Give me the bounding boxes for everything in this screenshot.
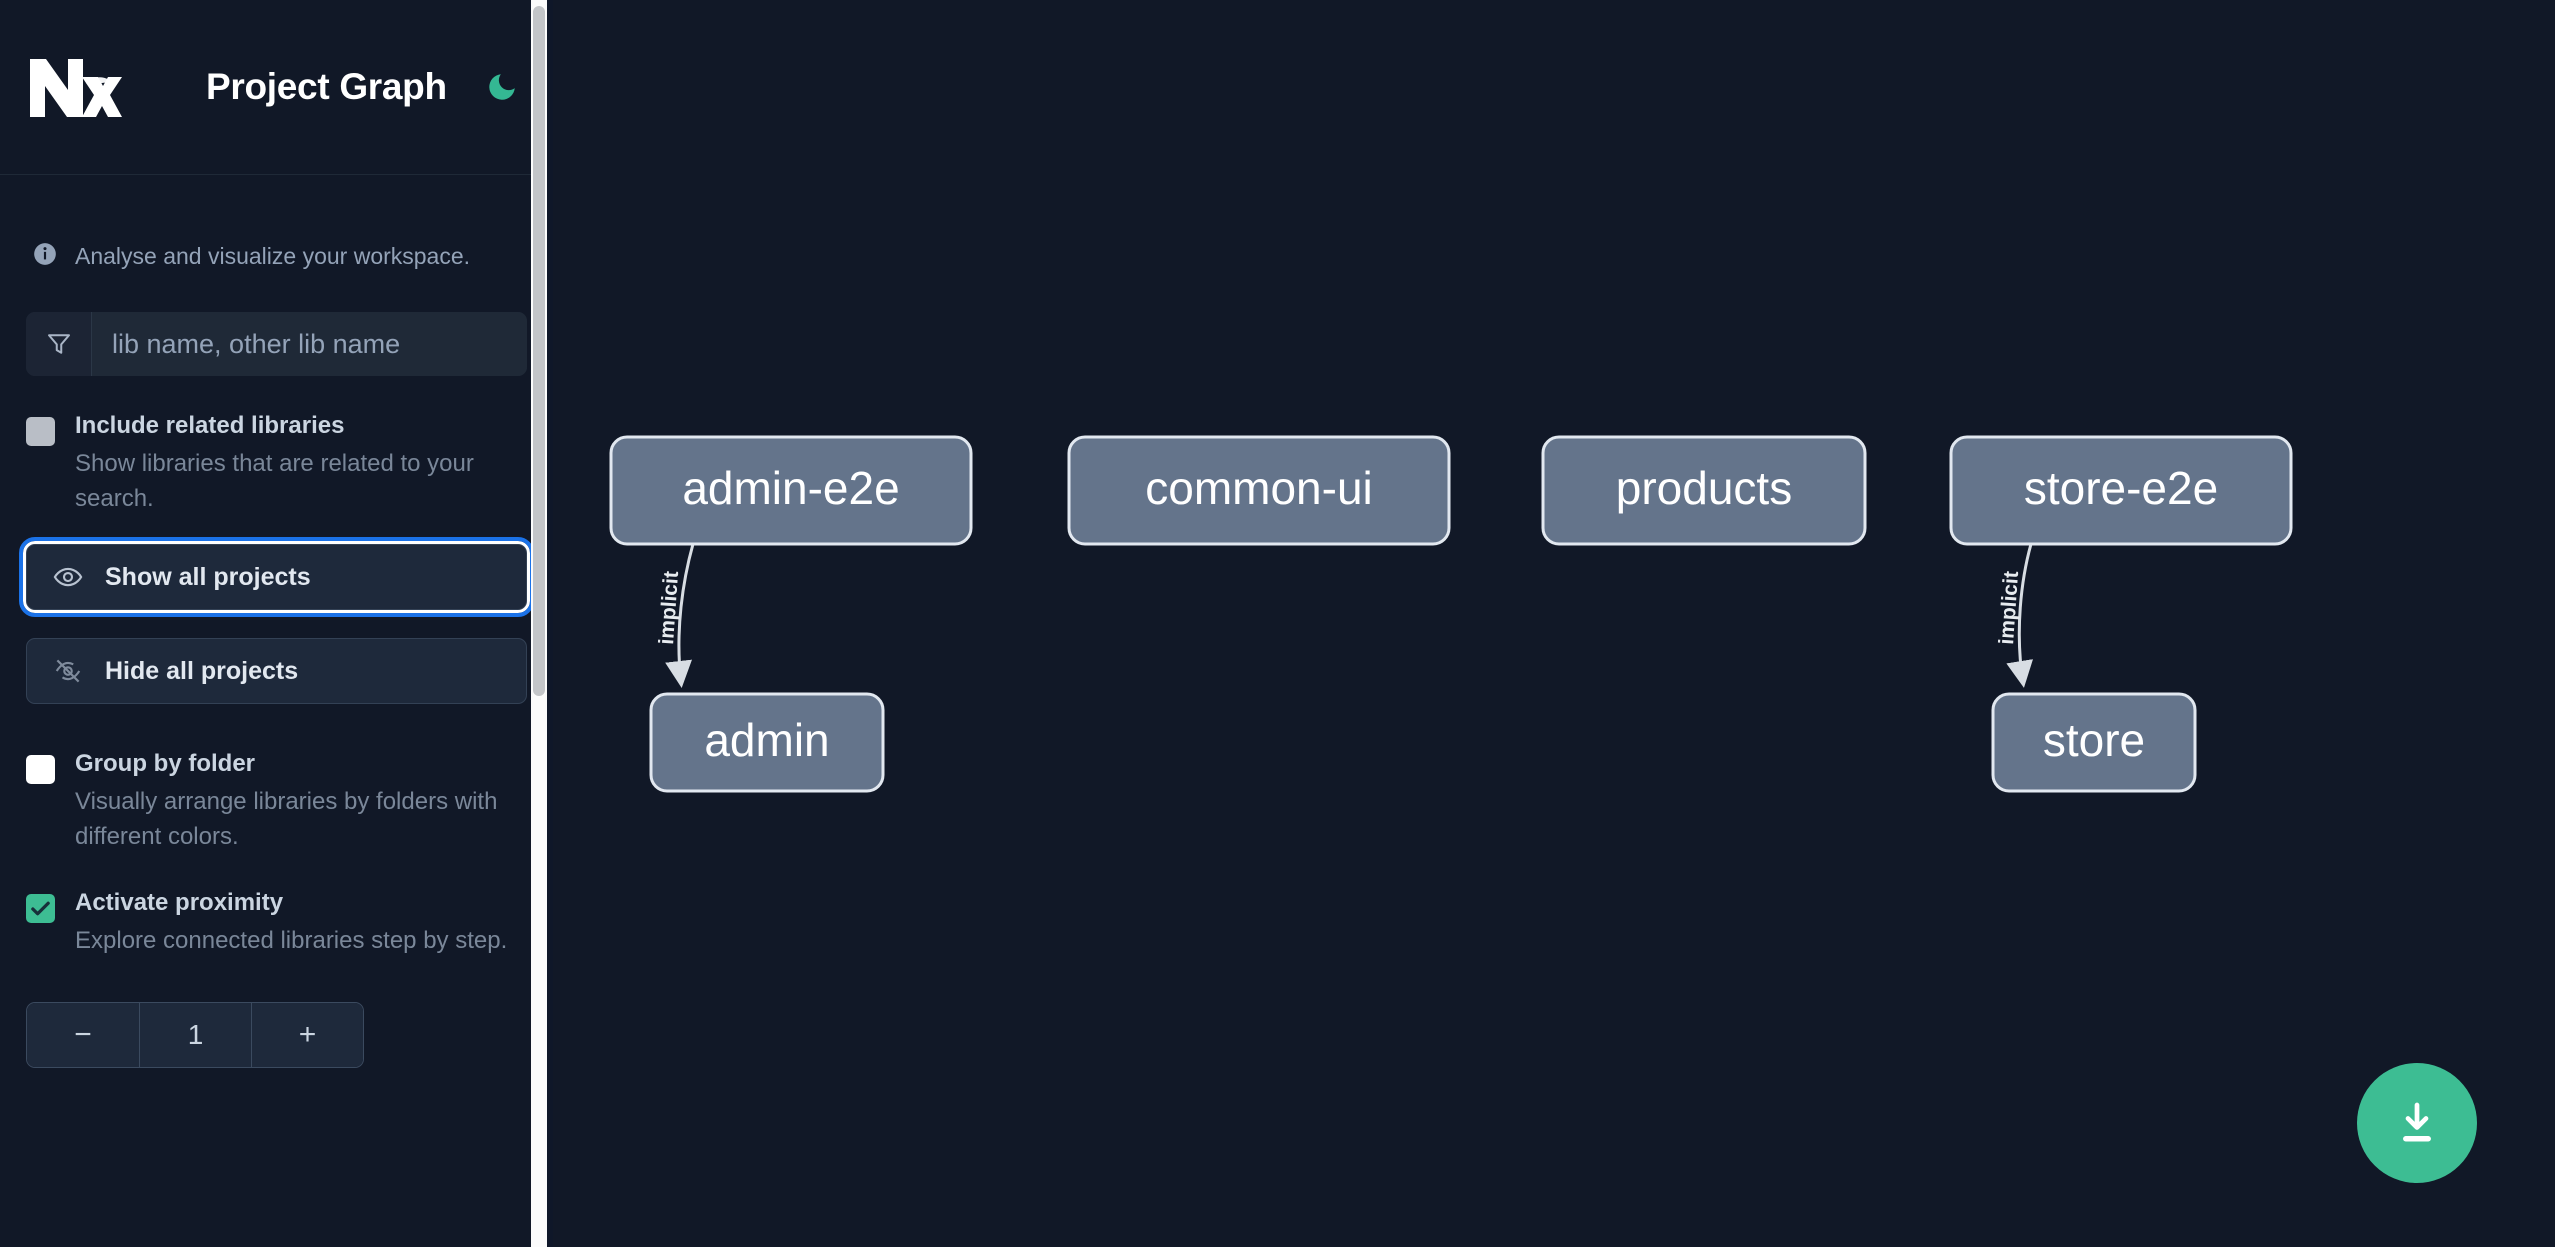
graph-edges: implicit implicit bbox=[655, 543, 2034, 688]
group-by-folder-checkbox[interactable] bbox=[26, 755, 55, 785]
moon-icon[interactable] bbox=[483, 68, 521, 106]
download-icon bbox=[2403, 1102, 2431, 1142]
sidebar-header: Project Graph bbox=[0, 0, 553, 175]
option-group-by-folder[interactable]: Group by folder Visually arrange librari… bbox=[0, 750, 553, 854]
graph-node-admin-e2e[interactable]: admin-e2e bbox=[609, 435, 973, 546]
graph-node-admin[interactable]: admin bbox=[649, 692, 885, 793]
edge-label: implicit bbox=[655, 570, 683, 645]
check-icon bbox=[31, 901, 50, 916]
node-label: admin bbox=[704, 714, 829, 766]
search-section bbox=[0, 312, 553, 376]
edge-path bbox=[2006, 543, 2034, 688]
graph-nodes: admin-e2e common-ui products store-e2e a… bbox=[609, 435, 2293, 793]
proximity-stepper: − 1 + bbox=[26, 1002, 364, 1069]
proximity-value: 1 bbox=[139, 1003, 251, 1068]
edge-label: implicit bbox=[1995, 570, 2023, 645]
sidebar: Project Graph Analyse and visualize your… bbox=[0, 0, 553, 1247]
sidebar-scrollbar[interactable] bbox=[531, 0, 547, 1247]
show-all-projects-label: Show all projects bbox=[105, 562, 311, 591]
hide-all-projects-label: Hide all projects bbox=[105, 656, 299, 685]
download-graph-button[interactable] bbox=[2357, 1063, 2477, 1183]
sidebar-tagline: Analyse and visualize your workspace. bbox=[0, 175, 553, 285]
node-label: products bbox=[1616, 462, 1792, 514]
proximity-decrement-button[interactable]: − bbox=[27, 1003, 139, 1068]
node-label: admin-e2e bbox=[682, 462, 899, 514]
tagline-text: Analyse and visualize your workspace. bbox=[75, 242, 471, 269]
node-label: store-e2e bbox=[2024, 462, 2218, 514]
edge-store-e2e-store: implicit bbox=[1995, 543, 2034, 688]
sidebar-scrollbar-thumb[interactable] bbox=[533, 6, 545, 696]
sidebar-divider bbox=[547, 0, 553, 1247]
graph-canvas[interactable]: implicit implicit admin-e2e common-ui bbox=[553, 0, 2555, 1247]
edge-admin-e2e-admin: implicit bbox=[655, 543, 695, 688]
group-by-folder-label: Group by folder bbox=[75, 750, 255, 778]
activate-proximity-label: Activate proximity bbox=[75, 888, 284, 916]
activate-proximity-description: Explore connected libraries step by step… bbox=[75, 926, 508, 954]
include-related-libraries-description: Show libraries that are related to your … bbox=[75, 449, 474, 512]
graph-node-products[interactable]: products bbox=[1541, 435, 1867, 546]
search-input[interactable] bbox=[92, 312, 527, 376]
hide-all-projects-button[interactable]: Hide all projects bbox=[26, 638, 527, 705]
edge-path bbox=[665, 543, 695, 688]
graph-svg: implicit implicit admin-e2e common-ui bbox=[609, 435, 2293, 793]
graph-node-common-ui[interactable]: common-ui bbox=[1067, 435, 1451, 546]
graph-node-store-e2e[interactable]: store-e2e bbox=[1949, 435, 2293, 546]
page-title: Project Graph bbox=[206, 66, 447, 107]
eye-off-icon bbox=[53, 656, 83, 686]
group-by-folder-description: Visually arrange libraries by folders wi… bbox=[75, 788, 498, 850]
proximity-increment-button[interactable]: + bbox=[251, 1003, 363, 1068]
node-label: store bbox=[2043, 714, 2145, 766]
include-related-libraries-checkbox[interactable] bbox=[26, 417, 55, 446]
visibility-buttons: Show all projects Hide all projects bbox=[0, 537, 553, 705]
activate-proximity-checkbox[interactable] bbox=[26, 893, 55, 923]
option-activate-proximity[interactable]: Activate proximity Explore connected lib… bbox=[0, 889, 553, 959]
show-all-projects-button[interactable]: Show all projects bbox=[19, 537, 534, 618]
search-row bbox=[26, 312, 527, 376]
info-icon bbox=[32, 241, 58, 272]
eye-icon bbox=[53, 562, 83, 592]
node-label: common-ui bbox=[1145, 462, 1373, 514]
graph-node-store[interactable]: store bbox=[1991, 692, 2197, 793]
option-include-related-libraries[interactable]: Include related libraries Show libraries… bbox=[0, 412, 553, 516]
include-related-libraries-label: Include related libraries bbox=[75, 412, 345, 439]
filter-icon bbox=[26, 312, 92, 376]
nx-logo bbox=[26, 55, 126, 119]
